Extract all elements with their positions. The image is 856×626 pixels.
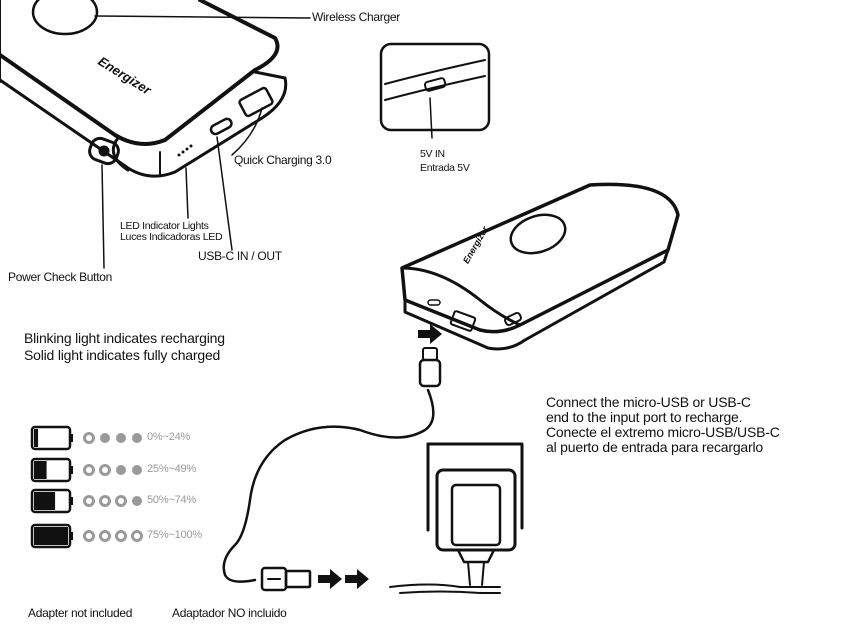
- led-dot-row3-2: [99, 495, 111, 507]
- led-dot-row4-3: [115, 530, 127, 542]
- micro-usb-inset: [379, 42, 491, 132]
- adapter-note-en: Adapter not included: [28, 606, 133, 620]
- input-label-en: 5V IN: [420, 148, 445, 160]
- quick-charging-label: Quick Charging 3.0: [234, 153, 332, 167]
- usbc-label: USB-C IN / OUT: [198, 249, 282, 263]
- led-dot-row1-4: [132, 433, 142, 443]
- battery-range-1: 0%~24%: [147, 431, 191, 443]
- led-dot-row2-4: [132, 465, 142, 475]
- battery-cap-2: [70, 466, 73, 474]
- instruction-line-3: Conecte el extremo micro-USB/USB-C: [546, 424, 780, 440]
- led-dot-row4-4: [131, 530, 143, 542]
- battery-range-3: 50%~74%: [147, 494, 197, 506]
- battery-range-2: 25%~49%: [147, 463, 197, 475]
- battery-cap-1: [70, 434, 73, 442]
- usb-cable: [222, 347, 501, 594]
- adapter-note-es: Adaptador NO incluido: [172, 606, 287, 620]
- led-dot-row4-2: [99, 530, 111, 542]
- power-bank-closeup: [0, 0, 288, 178]
- status-note-blinking: Blinking light indicates recharging: [24, 330, 225, 346]
- led-dot-row3-3: [115, 495, 127, 507]
- callout-lines: [94, 15, 433, 269]
- led-label-en: LED Indicator Lights: [120, 220, 209, 232]
- led-dot-row3-1: [83, 495, 95, 507]
- wireless-charger-label: Wireless Charger: [312, 10, 400, 24]
- led-dots: [177, 144, 193, 157]
- battery-fill-4: [34, 527, 68, 545]
- battery-fill-1: [34, 429, 39, 447]
- status-note-solid: Solid light indicates fully charged: [24, 347, 221, 363]
- input-label-es: Entrada 5V: [420, 162, 470, 174]
- power-check-label: Power Check Button: [8, 270, 112, 284]
- battery-range-4: 75%~100%: [147, 529, 202, 541]
- power-check-button-shape: [88, 136, 120, 166]
- battery-cap-4: [70, 532, 73, 540]
- led-dot-row2-1: [83, 464, 95, 476]
- led-dot-row1-2: [100, 433, 110, 443]
- instruction-line-1: Connect the micro-USB or USB-C: [546, 394, 751, 410]
- power-bank-small: [400, 182, 680, 351]
- arrows: [318, 324, 442, 589]
- led-dot-row3-4: [132, 496, 142, 506]
- instruction-line-2: end to the input port to recharge.: [546, 409, 743, 425]
- led-label-es: Luces Indicadoras LED: [120, 231, 223, 243]
- led-dot-row1-3: [116, 433, 126, 443]
- led-dot-row2-2: [99, 464, 111, 476]
- instruction-line-4: al puerto de entrada para recargarlo: [546, 439, 763, 455]
- led-dot-row1-1: [83, 432, 95, 444]
- led-dot-row4-1: [83, 530, 95, 542]
- battery-fill-3: [34, 492, 56, 510]
- wall-charger: [426, 442, 524, 586]
- usbc-port-shape: [209, 117, 233, 136]
- led-dot-row2-3: [116, 465, 126, 475]
- battery-level-legend: [30, 425, 143, 549]
- battery-cap-3: [70, 497, 73, 505]
- usba-port-shape: [238, 86, 274, 118]
- battery-fill-2: [34, 461, 47, 479]
